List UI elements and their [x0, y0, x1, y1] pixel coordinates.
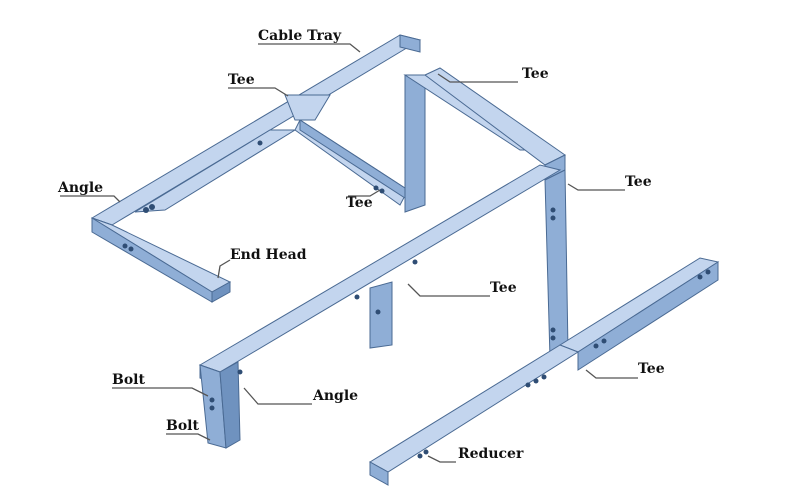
leader-bolt-1 — [112, 387, 209, 397]
label-tee-5: Tee — [490, 280, 517, 296]
inner-rail — [134, 129, 297, 213]
bolt-hole — [373, 185, 379, 191]
leader-reducer — [427, 455, 456, 463]
leader-tee-6 — [585, 369, 638, 379]
bolt-hole — [122, 243, 128, 249]
bolt-hole — [550, 327, 556, 333]
upper-tray-loop — [90, 34, 422, 303]
end-head-block — [211, 281, 231, 303]
label-bolt-2: Bolt — [166, 418, 199, 434]
label-tee-6: Tee — [638, 361, 665, 377]
riser-vertical — [404, 74, 426, 213]
bolt-hole — [593, 343, 599, 349]
leader-cable-tray — [258, 43, 361, 53]
leader-tee-4 — [348, 189, 381, 197]
label-angle-1: Angle — [57, 180, 103, 196]
bolt-hole — [209, 405, 215, 411]
bolt-hole — [354, 294, 360, 300]
riser-assembly — [403, 67, 566, 213]
leader-tee-2 — [437, 73, 518, 83]
leader-end-head — [217, 259, 231, 279]
bolt-hole — [375, 309, 381, 315]
bolt-hole — [550, 335, 556, 341]
label-angle-2: Angle — [312, 388, 358, 404]
bolt-hole — [541, 374, 547, 380]
tee-junction-upper — [284, 94, 331, 121]
right-assembly — [369, 169, 720, 486]
bolt-hole — [417, 453, 423, 459]
labels: Cable Tray Tee Tee Angle Tee Tee End Hea… — [57, 28, 665, 462]
drop-tee — [369, 281, 393, 349]
leader-lines — [60, 43, 638, 463]
reducer-end — [369, 461, 389, 486]
lower-right-tray — [558, 257, 720, 353]
bolt-hole — [143, 207, 149, 213]
middle-tray — [198, 164, 562, 449]
bolt-hole — [533, 378, 539, 384]
label-reducer: Reducer — [458, 446, 524, 462]
label-tee-3: Tee — [625, 174, 652, 190]
label-tee-1: Tee — [228, 72, 255, 88]
bolt-hole — [423, 449, 429, 455]
bolt-hole — [379, 188, 385, 194]
bolt-hole — [705, 269, 711, 275]
leader-tee-5 — [407, 283, 490, 297]
leader-bolt-2 — [166, 433, 211, 441]
tee-branch-lower-side — [299, 119, 409, 201]
bolt-hole — [525, 382, 531, 388]
angle-down-side — [219, 361, 241, 449]
leader-angle-2 — [243, 387, 312, 405]
leader-tee-1 — [228, 87, 289, 97]
leader-angle-1 — [60, 195, 121, 203]
label-tee-4: Tee — [346, 195, 373, 211]
lower-right-tray-side — [577, 261, 719, 371]
bolt-hole — [257, 140, 263, 146]
label-bolt-1: Bolt — [112, 372, 145, 388]
angle-left-side — [91, 217, 213, 303]
bolt-hole — [601, 338, 607, 344]
bolt-hole — [237, 369, 243, 375]
bolt-hole — [128, 246, 134, 252]
angle-left — [91, 217, 232, 293]
cable-tray-end-face — [399, 34, 421, 53]
right-vertical — [544, 169, 569, 359]
bolt-hole — [149, 204, 155, 210]
bolt-hole — [209, 397, 215, 403]
label-tee-2: Tee — [522, 66, 549, 82]
bolt-hole — [697, 274, 703, 280]
bolt-hole — [550, 207, 556, 213]
label-end-head: End Head — [230, 247, 307, 263]
bolt-hole — [412, 259, 418, 265]
bolt-hole — [550, 215, 556, 221]
leader-tee-3 — [567, 183, 625, 191]
label-cable-tray: Cable Tray — [258, 28, 342, 44]
